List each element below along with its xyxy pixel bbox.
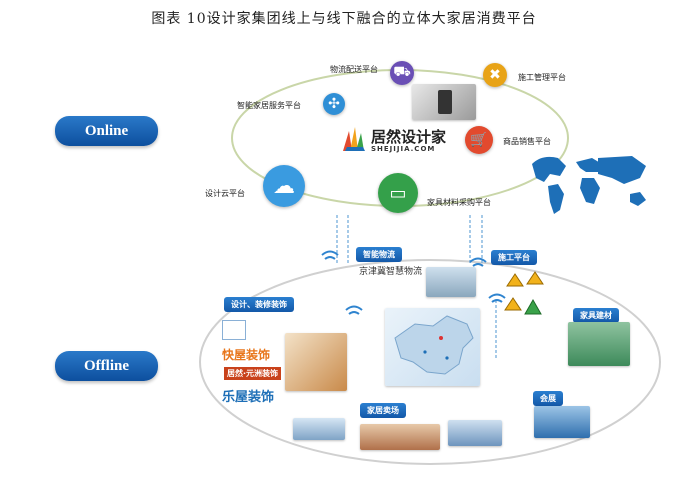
brand-logo-icon — [341, 125, 367, 153]
home-mall-tag: 家居卖场 — [360, 403, 406, 418]
sales-platform-label: 商品销售平台 — [503, 137, 551, 146]
cloud-platform-label: 设计云平台 — [205, 189, 245, 198]
truck-icon: ⛟ — [390, 61, 414, 85]
exhibition-tag: 会展 — [533, 391, 563, 406]
interior-photo — [285, 333, 347, 391]
cloud-icon: ☁ — [263, 165, 305, 207]
materials-platform-label: 家具材料采购平台 — [427, 198, 491, 207]
construction-platform-label: 施工管理平台 — [518, 73, 566, 82]
smart-logistics-tag: 智能物流 — [356, 247, 402, 262]
exhibition-photo — [534, 406, 590, 438]
offline-orbit — [199, 259, 661, 465]
phone-shape — [438, 90, 452, 114]
design-logo-icon — [222, 320, 246, 340]
world-map-icon — [532, 156, 646, 214]
figure-title: 图表 10设计家集团线上与线下融合的立体大家居消费平台 — [151, 11, 537, 27]
online-label: Online — [55, 116, 158, 146]
cart-icon: 🛒 — [465, 126, 493, 154]
connection-arrows — [336, 215, 497, 360]
warehouse-photo — [426, 267, 476, 297]
decor-brand-2: 居然·元洲装饰 — [224, 367, 282, 380]
brand-name: 居然设计家 — [371, 128, 447, 146]
sofa-icon: ▭ — [378, 173, 418, 213]
network-icon: ✣ — [323, 93, 345, 115]
smartphone-photo — [412, 84, 476, 120]
tools-cluster-icon — [503, 270, 547, 318]
smart-home-platform-label: 智能家居服务平台 — [237, 101, 301, 110]
logistics-platform-label: 物流配送平台 — [330, 65, 378, 74]
mall-photo-3 — [448, 420, 502, 446]
wifi-icon — [321, 250, 506, 315]
mall-photo-1 — [293, 418, 345, 440]
furniture-materials-tag: 家具建材 — [573, 308, 619, 323]
mall-photo-2 — [360, 424, 440, 450]
brand-domain: SHEJIJIA.COM — [371, 145, 436, 153]
materials-store-photo — [568, 322, 630, 366]
china-map-icon — [385, 308, 480, 386]
offline-label: Offline — [55, 351, 158, 381]
tools-icon: ✖ — [483, 63, 507, 87]
decor-brand-3: 乐屋装饰 — [222, 390, 275, 405]
construction-tag: 施工平台 — [491, 250, 537, 265]
logistics-caption: 京津冀智慧物流 — [359, 267, 423, 277]
design-decor-tag: 设计、装修装饰 — [224, 297, 294, 312]
decor-brand-1: 快屋装饰 — [222, 348, 271, 362]
